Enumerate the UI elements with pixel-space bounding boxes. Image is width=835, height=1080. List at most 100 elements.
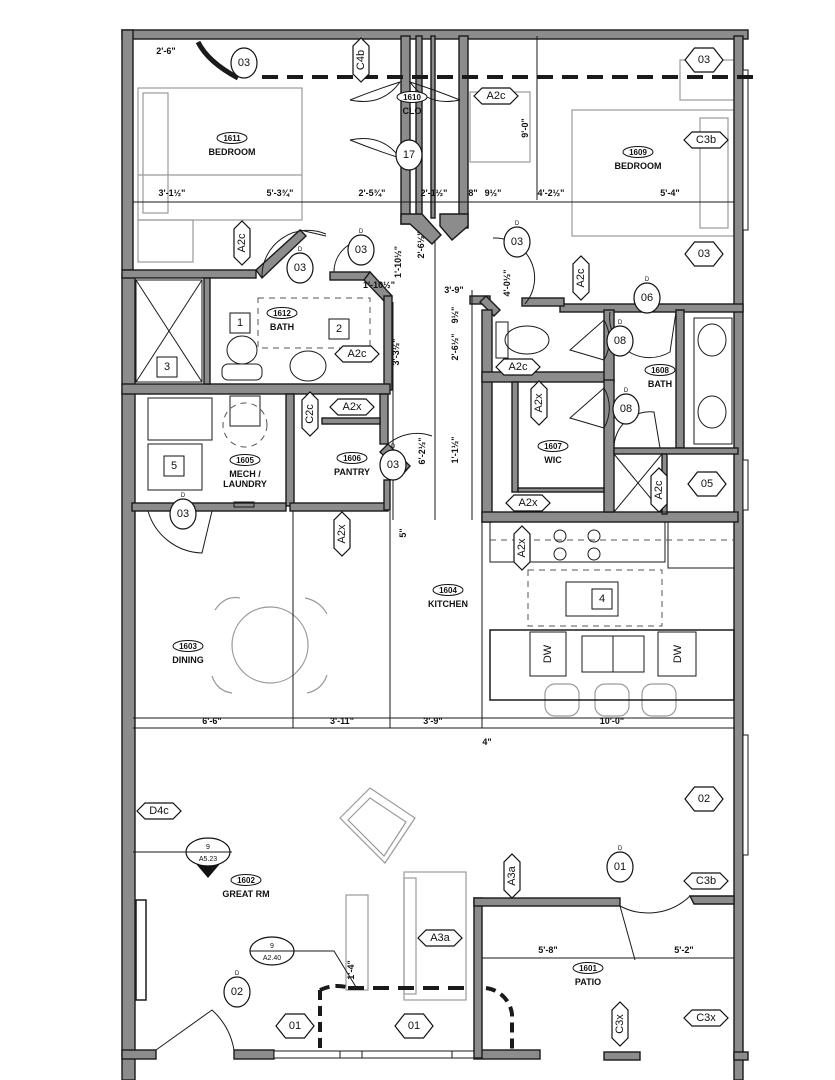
wall-tag-outline — [473, 87, 519, 105]
room-name: WIC — [544, 455, 562, 465]
wall-type-tag: A2x — [530, 380, 548, 426]
dimension-label: 1'-10½" — [363, 280, 395, 290]
dimension-label: 5'-4" — [660, 188, 679, 198]
door-tag: D06 — [633, 277, 661, 314]
door-tag-label: 03 — [355, 244, 367, 256]
window-tag-hexagon — [275, 1013, 315, 1039]
door-tag: D 03 — [503, 221, 531, 258]
wall-type-tag: A2c — [473, 87, 519, 105]
door-tag-label: 03 — [511, 236, 523, 248]
dishwasher-label: DW — [672, 644, 684, 663]
wall-tag-outline — [513, 525, 531, 571]
dimension: 2'-6½" — [416, 232, 426, 259]
door-tag-oval — [606, 851, 634, 883]
wall-type-tag: C4b — [352, 37, 370, 83]
wall-type-tag: A3a — [503, 853, 521, 899]
dashed-lines — [262, 75, 760, 990]
wall-type-tag: A2x — [513, 525, 531, 571]
wall-tag-label: A2x — [533, 393, 545, 412]
window-tag-hexagon — [687, 471, 727, 497]
wall-tag-label: A2c — [487, 90, 506, 102]
dimension: 5" — [398, 528, 408, 537]
room-name: BEDROOM — [209, 147, 256, 157]
room-number-oval — [644, 364, 676, 376]
room-name: BATH — [648, 379, 672, 389]
wall-tag-label: C3b — [696, 134, 716, 146]
door-tag-label: 03 — [387, 459, 399, 471]
door-window-wall-tags: 0317D03D03D03D06D08D08D03D03D01D02030305… — [136, 37, 729, 1047]
wall-tag-outline — [530, 380, 548, 426]
dimension-label: 2'-6½" — [450, 334, 460, 361]
door-tag: D03 — [379, 444, 407, 481]
wall-tag-label: A3a — [506, 865, 518, 885]
dimension: 9½" — [450, 307, 460, 324]
fixture-box — [229, 312, 251, 334]
wall-tag-outline — [329, 398, 375, 416]
room-number: 1604 — [439, 586, 457, 595]
wall-type-tag: A2c — [334, 345, 380, 363]
wall-tag-outline — [352, 37, 370, 83]
wall-type-tag: A2c — [572, 255, 590, 301]
dimension-label: 3'-9" — [444, 285, 463, 295]
fixture-tag: 2 — [328, 318, 350, 340]
door-tag-oval — [606, 325, 634, 357]
door-tag-label: 06 — [641, 292, 653, 304]
wall-tag-label: C3x — [696, 1012, 716, 1024]
wall-tag-outline — [333, 511, 351, 557]
door-tag: D03 — [169, 493, 197, 530]
wall-type-tag: C2c — [301, 391, 319, 437]
room-number-oval — [336, 452, 368, 464]
wall-tag-outline — [233, 220, 251, 266]
window-tag-label: 05 — [701, 478, 713, 490]
wall-type-tag: A2x — [333, 511, 351, 557]
door-tag-oval — [230, 47, 258, 79]
room-number: 1610 — [403, 93, 421, 102]
dimension: 1'-10½" — [393, 246, 403, 278]
room-name: MECH / — [229, 469, 261, 479]
wall-type-tag: A2x — [329, 398, 375, 416]
wall-tag-label: A2x — [343, 401, 362, 413]
wall-tag-label: A2x — [516, 538, 528, 557]
window-tag: 02 — [684, 786, 724, 812]
wall-tag-outline — [572, 255, 590, 301]
door-type-mark: D — [515, 221, 520, 227]
room-name: DINING — [172, 655, 204, 665]
room-name: KITCHEN — [428, 599, 468, 609]
room-number: 1611 — [223, 134, 241, 143]
room-number: 1612 — [273, 309, 291, 318]
door-tag: D02 — [223, 971, 251, 1008]
appliance-label: DW — [672, 644, 684, 663]
door-tag: 03 — [230, 47, 258, 79]
window-tag: 05 — [687, 471, 727, 497]
fixture-number: 3 — [164, 361, 170, 373]
wall-type-tag: D4c — [136, 802, 182, 820]
dimension-label: 1'-1½" — [450, 437, 460, 464]
dimension-labels: 2'-6"3'-1½"5'-3¾"2'-5¾"2'-1½"8"9½"4'-2½"… — [156, 46, 693, 980]
wall-type-tag: C3b — [683, 131, 729, 149]
window-tag-hexagon — [394, 1013, 434, 1039]
door-tag-oval — [612, 393, 640, 425]
dimension-label: 2'-6½" — [416, 232, 426, 259]
dimension: 2'-6½" — [450, 334, 460, 361]
dimension-label: 2'-1½" — [421, 188, 448, 198]
room-labels: 1611BEDROOM1610CLO1609BEDROOM1612BATH160… — [172, 91, 676, 987]
section-number: 9 — [206, 844, 210, 851]
wall-type-tag: A2c — [495, 358, 541, 376]
fixture-tag: 1 — [229, 312, 251, 334]
wall-tag-label: A2x — [519, 497, 538, 509]
dimension-label: 9½" — [450, 307, 460, 324]
dimension-label: 5'-2" — [674, 945, 693, 955]
window-tag-hexagon — [684, 786, 724, 812]
door-type-mark: D — [298, 247, 303, 253]
door-type-mark: D — [181, 493, 186, 499]
window-tag: 03 — [684, 241, 724, 267]
dimension-label: 3'-11" — [330, 716, 354, 726]
